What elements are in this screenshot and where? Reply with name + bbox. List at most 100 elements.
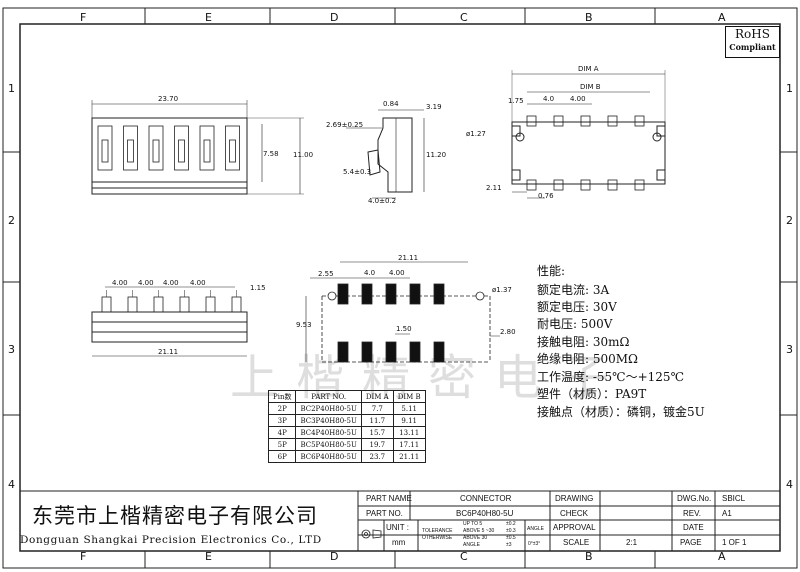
side-d1-dim: 0.84 [383, 100, 399, 108]
right-d5-dim: 0.76 [538, 192, 554, 200]
unit-label: UNIT : [386, 523, 409, 532]
bottom-pin [580, 179, 591, 191]
scale-label: SCALE [563, 538, 590, 547]
pcb-total-dim: 21.11 [398, 254, 418, 262]
tol-line: UP TO 5 [463, 521, 483, 527]
zone-letter-e: E [205, 11, 212, 24]
dim-a-cell: 15.7 [360, 426, 394, 439]
spec-item: 额定电流: 3A [537, 283, 610, 297]
dim-a-cell: 19.7 [360, 438, 394, 451]
right-d2-dim: 4.0 [543, 95, 554, 103]
top-pin [526, 115, 537, 127]
part-no-cell: BC3P40H80-5U [295, 414, 362, 427]
check-label: CHECK [560, 509, 589, 518]
zone-num-4: 4 [8, 478, 15, 491]
zone-num-3: 3 [8, 343, 15, 356]
drawing-label: DRAWING [555, 494, 594, 503]
right-d4-dim: 2.11 [486, 184, 502, 192]
bottom-pin [634, 179, 645, 191]
front-width-dim: 23.70 [158, 95, 178, 103]
part-name-value: CONNECTOR [460, 494, 512, 503]
spec-item: 绝缘电阻: 500MΩ [537, 352, 638, 366]
side-d3-dim: 2.69±0.25 [326, 121, 363, 129]
right-hole-dim: ø1.27 [466, 130, 486, 138]
zone-letter-c-bottom: C [460, 550, 468, 563]
bottom-pin [553, 179, 564, 191]
part-no-value: BC6P40H80-5U [456, 509, 514, 518]
bottom-pitch-2: 4.00 [138, 279, 154, 287]
bottom-pin [607, 179, 618, 191]
page-value: 1 OF 1 [722, 538, 747, 547]
inner-frame [19, 23, 781, 552]
rev-value: A1 [722, 509, 732, 518]
unit-value: mm [392, 538, 406, 547]
dim-a-cell: 7.7 [360, 402, 394, 415]
scale-value: 2:1 [626, 538, 638, 547]
contact-spring [127, 139, 134, 163]
contact-spring [101, 139, 109, 163]
pin-table-header: PART NO. [295, 390, 362, 403]
pin-count-cell: 6P [267, 450, 297, 463]
dim-b-cell: 21.11 [392, 450, 426, 463]
top-pin [580, 115, 591, 127]
tol-line: ANGLE [463, 542, 480, 548]
zone-num-3-right: 3 [786, 343, 793, 356]
contact-spring [178, 139, 185, 163]
title-block [20, 490, 780, 551]
bottom-pitch-4: 4.00 [190, 279, 206, 287]
front-view [91, 100, 304, 195]
contact-slot [123, 125, 138, 171]
part-no-cell: BC6P40H80-5U [295, 450, 362, 463]
dim-b-cell: 9.11 [392, 414, 426, 427]
table-row: 2P BC2P40H80-5U 7.7 5.11 [267, 402, 426, 415]
contact-slot [148, 125, 164, 171]
bottom-d1-dim: 1.15 [250, 284, 266, 292]
top-pad [409, 283, 421, 305]
otherwise-label: OTHERWISE [422, 535, 453, 541]
pcb-pitch1-dim: 4.0 [364, 269, 375, 277]
bottom-pin [526, 179, 537, 191]
bottom-pad [337, 341, 349, 363]
table-row: 3P BC3P40H80-5U 11.7 9.11 [267, 414, 426, 427]
bottom-pad [385, 341, 397, 363]
tolerance-label: TOLERANCE [422, 528, 453, 534]
pin-post [101, 296, 112, 313]
right-d3-dim: 4.00 [570, 95, 586, 103]
pin-count-cell: 5P [267, 438, 297, 451]
pcb-layout-view [305, 261, 500, 363]
table-row: 4P BC4P40H80-5U 15.7 13.11 [267, 426, 426, 439]
page-label: PAGE [680, 538, 702, 547]
dwg-value: SBICL [722, 494, 746, 503]
zone-letter-b: B [585, 11, 593, 24]
top-pad [337, 283, 349, 305]
zone-num-2-right: 2 [786, 214, 793, 227]
contact-spring [203, 139, 211, 163]
side-d2-dim: 3.19 [426, 103, 442, 111]
spec-item: 塑件（材质）：PA9T [537, 387, 647, 401]
dwg-label: DWG.No. [677, 494, 712, 503]
front-outer-height-dim: 11.00 [293, 151, 313, 159]
right-view [511, 70, 666, 199]
pin-post [153, 296, 164, 313]
part-no-cell: BC2P40H80-5U [295, 402, 362, 415]
right-dim-a: DIM A [578, 65, 599, 73]
front-inner-height-dim: 7.58 [263, 150, 279, 158]
specs-title: 性能: [537, 264, 566, 278]
contact-spring [152, 139, 160, 163]
tol-value: ±0.5 [506, 535, 516, 541]
contact-slot [225, 125, 240, 171]
spec-item: 耐电压: 500V [537, 317, 613, 331]
spec-item: 工作温度: -55℃～+125℃ [537, 370, 684, 384]
pin-count-cell: 3P [267, 414, 297, 427]
top-pin [553, 115, 564, 127]
contact-spring [229, 139, 236, 163]
angle-value: 0°±3° [528, 541, 541, 547]
zone-letter-f: F [80, 11, 87, 24]
pin-post [179, 296, 190, 313]
tol-value: ±0.3 [506, 528, 516, 534]
zone-num-4-right: 4 [786, 478, 793, 491]
zone-num-2: 2 [8, 214, 15, 227]
zone-letter-a-bottom: A [718, 550, 726, 563]
rev-label: REV. [683, 509, 701, 518]
table-row: 6P BC6P40H80-5U 23.7 21.11 [267, 450, 426, 463]
